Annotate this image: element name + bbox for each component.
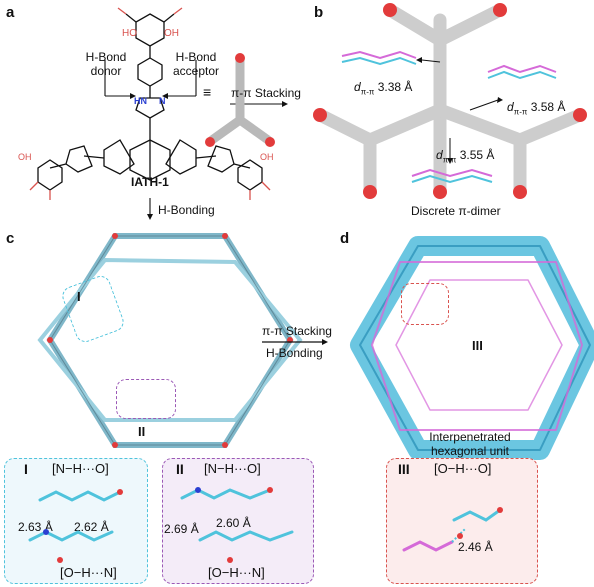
top-left-ho: HO [122, 28, 137, 39]
top-right-oh: OH [164, 28, 179, 39]
left-oh-label: OH [18, 152, 32, 162]
b-distance-3: dπ-π 3.55 Å [436, 148, 494, 164]
inset-III [386, 458, 538, 584]
inset-III-top: [O−H···O] [434, 461, 492, 476]
d2-value: 3.58 Å [530, 100, 566, 114]
inset-II-bottom: [O−H···N] [208, 565, 265, 580]
d2-symbol: d [507, 100, 514, 114]
d1-sub: π-π [360, 87, 375, 97]
inset-III-d1: 2.46 Å [458, 540, 493, 554]
c-label-I: I [77, 289, 81, 304]
panel-a-label: a [6, 4, 15, 21]
d3-symbol: d [436, 148, 443, 162]
b-distance-2: dπ-π 3.58 Å [507, 100, 565, 116]
right-oh-label: OH [260, 152, 274, 162]
d1-symbol: d [354, 80, 361, 94]
inset-I-d2: 2.62 Å [74, 520, 109, 534]
inset-II-d1: 2.69 Å [164, 522, 199, 536]
equiv-sign: ≡ [203, 84, 212, 100]
b-caption: Discrete π-dimer [411, 204, 501, 218]
d-label-III: III [472, 338, 483, 353]
n-label: N [159, 96, 166, 106]
d-box-III [401, 283, 449, 325]
inset-II-top: [N−H···O] [204, 461, 261, 476]
a-h-bonding-label: H-Bonding [158, 203, 215, 217]
inset-II-roman: II [176, 461, 184, 477]
c-h-bonding-label: H-Bonding [266, 346, 323, 360]
hn-label: HN [134, 96, 147, 106]
d-caption: Interpenetrated hexagonal unit [429, 430, 511, 458]
compound-label: IATH-1 [131, 175, 169, 189]
inset-I-roman: I [24, 461, 28, 477]
c-pi-stacking-label: π-π Stacking [262, 324, 332, 338]
d3-value: 3.55 Å [459, 148, 495, 162]
inset-I-bottom: [O−H···N] [60, 565, 117, 580]
hbond-acceptor-label: H-Bond acceptor [172, 50, 220, 78]
inset-II-d2: 2.60 Å [216, 516, 251, 530]
inset-I-top: [N−H···O] [52, 461, 109, 476]
d3-sub: π-π [442, 155, 457, 165]
inset-III-roman: III [398, 461, 410, 477]
c-box-II [116, 379, 176, 419]
inset-I [4, 458, 148, 584]
inset-II [162, 458, 314, 584]
c-label-II: II [138, 424, 146, 439]
d1-value: 3.38 Å [377, 80, 413, 94]
panel-c-label: c [6, 230, 15, 247]
d2-sub: π-π [513, 107, 528, 117]
panel-d-label: d [340, 230, 350, 247]
panel-b-label: b [314, 4, 324, 21]
a-pi-stacking-label: π-π Stacking [231, 86, 301, 100]
b-distance-1: dπ-π 3.38 Å [354, 80, 412, 96]
hbond-donor-label: H-Bond donor [85, 50, 127, 78]
